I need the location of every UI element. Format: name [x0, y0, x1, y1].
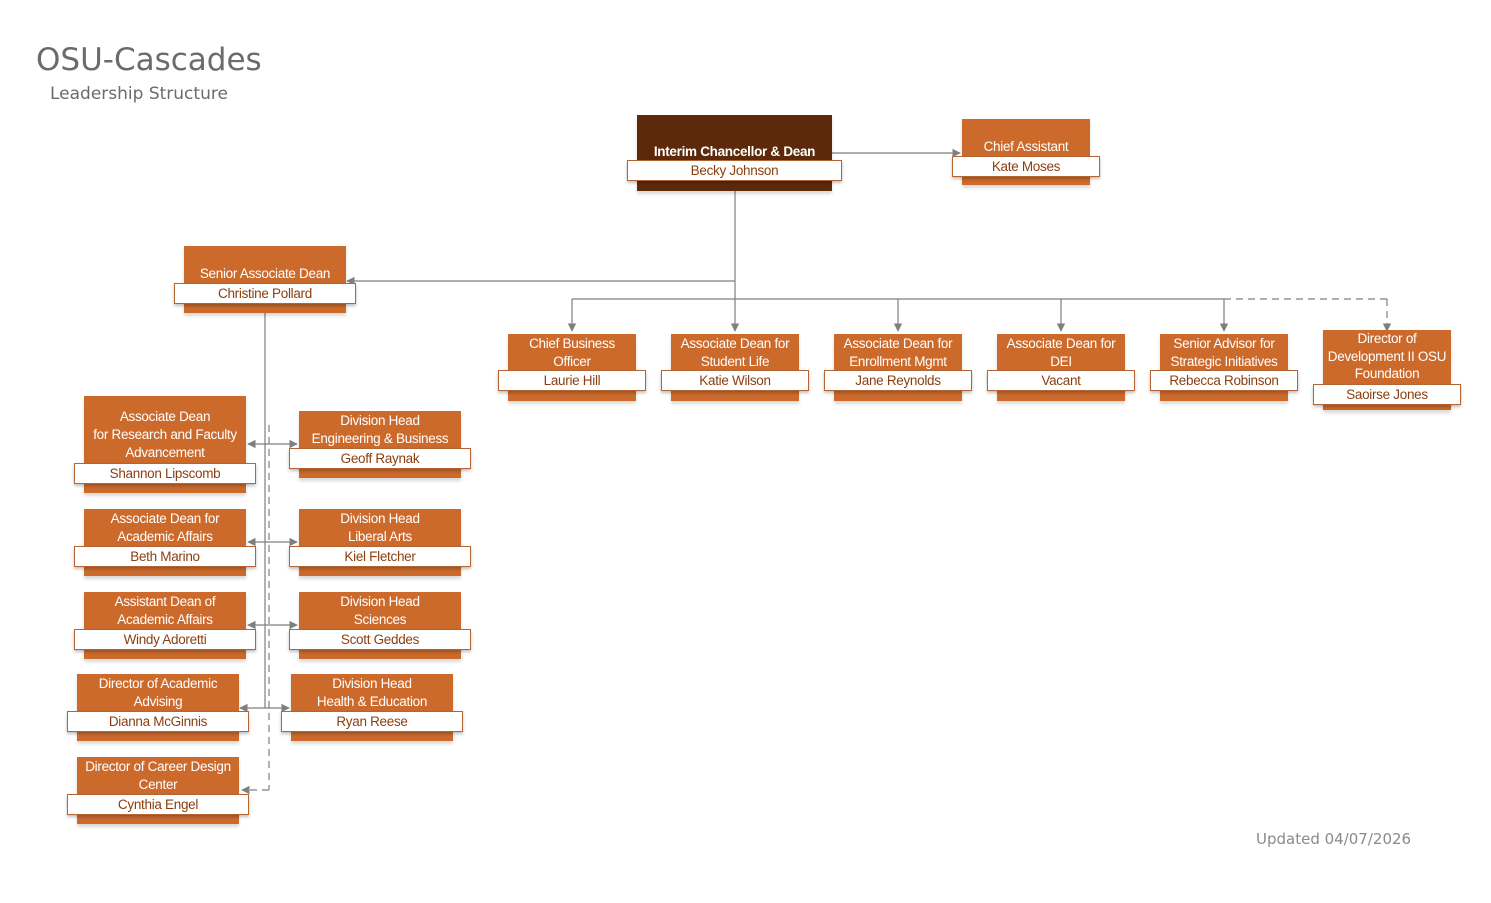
org-box-chancellor: Interim Chancellor & Dean Becky Johnson: [627, 115, 842, 191]
org-name: Rebecca Robinson: [1150, 370, 1298, 391]
page-title: OSU-Cascades: [36, 42, 262, 78]
org-box-chief-assistant: Chief Assistant Kate Moses: [952, 119, 1100, 185]
org-box-division-engineering: Division Head Engineering & Business Geo…: [289, 411, 471, 478]
org-box-chief-business-officer: Chief Business Officer Laurie Hill: [498, 334, 646, 401]
org-name: Kiel Fletcher: [289, 546, 471, 567]
org-box-division-sciences: Division Head Sciences Scott Geddes: [289, 592, 471, 659]
org-box-assoc-dean-research: Associate Dean for Research and Faculty …: [74, 396, 256, 493]
org-name: Cynthia Engel: [67, 794, 249, 815]
org-name: Dianna McGinnis: [67, 711, 249, 732]
org-box-assoc-dean-student-life: Associate Dean for Student Life Katie Wi…: [661, 334, 809, 401]
org-name: Scott Geddes: [289, 629, 471, 650]
org-name: Kate Moses: [952, 156, 1100, 177]
org-box-division-health-education: Division Head Health & Education Ryan Re…: [281, 674, 463, 741]
org-box-assoc-dean-dei: Associate Dean for DEI Vacant: [987, 334, 1135, 401]
org-name: Beth Marino: [74, 546, 256, 567]
org-box-division-liberal-arts: Division Head Liberal Arts Kiel Fletcher: [289, 509, 471, 576]
org-box-director-career-design: Director of Career Design Center Cynthia…: [67, 757, 249, 824]
org-box-asst-dean-academic-affairs: Assistant Dean of Academic Affairs Windy…: [74, 592, 256, 659]
org-name: Windy Adoretti: [74, 629, 256, 650]
org-name: Vacant: [987, 370, 1135, 391]
org-name: Shannon Lipscomb: [74, 463, 256, 484]
org-name: Geoff Raynak: [289, 448, 471, 469]
org-name: Christine Pollard: [174, 283, 356, 304]
org-name: Saoirse Jones: [1313, 384, 1461, 405]
updated-date: Updated 04/07/2026: [1256, 830, 1412, 848]
org-box-director-academic-advising: Director of Academic Advising Dianna McG…: [67, 674, 249, 741]
page-subtitle: Leadership Structure: [50, 84, 228, 104]
org-box-assoc-dean-academic-affairs: Associate Dean for Academic Affairs Beth…: [74, 509, 256, 576]
org-box-assoc-dean-enrollment: Associate Dean for Enrollment Mgmt Jane …: [824, 334, 972, 401]
org-name: Katie Wilson: [661, 370, 809, 391]
org-name: Ryan Reese: [281, 711, 463, 732]
org-name: Laurie Hill: [498, 370, 646, 391]
org-name: Jane Reynolds: [824, 370, 972, 391]
org-name: Becky Johnson: [627, 160, 842, 181]
org-box-senior-advisor: Senior Advisor for Strategic Initiatives…: [1150, 334, 1298, 401]
org-box-senior-associate-dean: Senior Associate Dean Christine Pollard: [174, 246, 356, 313]
org-box-director-development: Director of Development II OSU Foundatio…: [1313, 330, 1461, 414]
